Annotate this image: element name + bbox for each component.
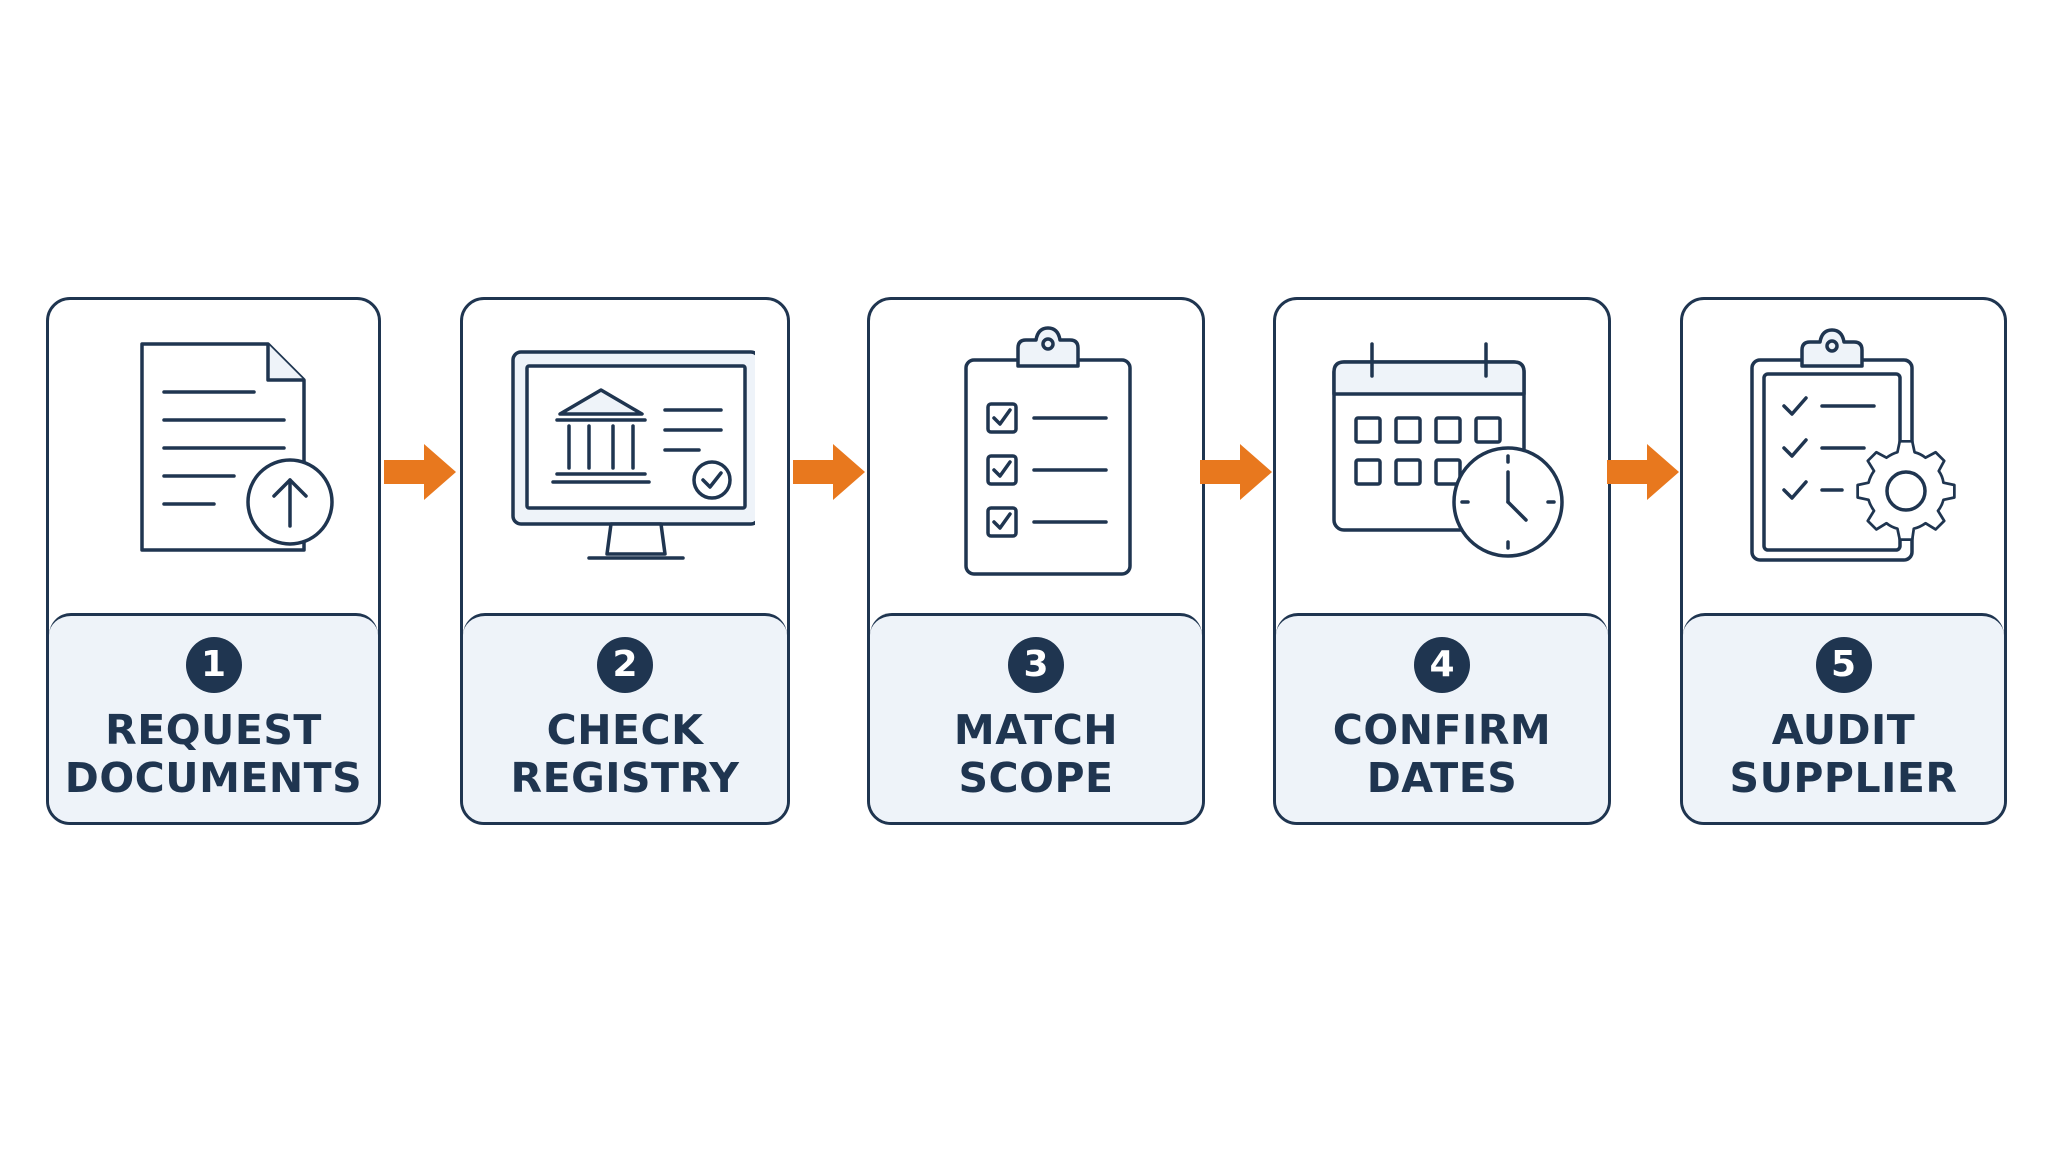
- step-title-line-1: REQUEST: [105, 706, 322, 754]
- step-title-line-2: SUPPLIER: [1729, 754, 1958, 802]
- arrow-right-icon: [1607, 444, 1679, 500]
- step-number-badge: 2: [597, 637, 653, 693]
- step-number-badge: 1: [185, 637, 242, 693]
- step-title-line-2: REGISTRY: [510, 754, 740, 802]
- step-title-line-1: CONFIRM: [1332, 706, 1552, 754]
- checklist-clipboard-icon: [964, 326, 1132, 576]
- step-card-5: 5 AUDIT SUPPLIER: [1680, 297, 2007, 825]
- step-number-badge: 5: [1815, 637, 1872, 693]
- step-title-line-2: DATES: [1366, 754, 1518, 802]
- step-1-icon-area: [49, 300, 378, 613]
- registry-monitor-icon: [511, 350, 755, 560]
- step-title-line-2: SCOPE: [958, 754, 1114, 802]
- arrow-right-icon: [384, 444, 456, 500]
- step-2-icon-area: [463, 300, 787, 613]
- step-card-2: 2 CHECK REGISTRY: [460, 297, 790, 825]
- step-4-icon-area: [1276, 300, 1608, 613]
- step-title-line-1: CHECK: [546, 706, 704, 754]
- step-title-line-2: DOCUMENTS: [64, 754, 363, 802]
- step-title-line-1: MATCH: [953, 706, 1119, 754]
- step-4-label-area: 4 CONFIRM DATES: [1276, 613, 1608, 822]
- step-3-label-area: 3 MATCH SCOPE: [870, 613, 1202, 822]
- step-title-line-1: AUDIT: [1771, 706, 1916, 754]
- arrow-right-icon: [1200, 444, 1272, 500]
- clipboard-gear-icon: [1749, 328, 1956, 562]
- calendar-clock-icon: [1332, 342, 1564, 558]
- step-5-icon-area: [1683, 300, 2004, 613]
- step-number-badge: 4: [1414, 637, 1470, 693]
- arrow-right-icon: [793, 444, 865, 500]
- step-card-3: 3 MATCH SCOPE: [867, 297, 1205, 825]
- step-1-label-area: 1 REQUEST DOCUMENTS: [49, 613, 378, 822]
- step-card-1: 1 REQUEST DOCUMENTS: [46, 297, 381, 825]
- step-card-4: 4 CONFIRM DATES: [1273, 297, 1611, 825]
- step-number-badge: 3: [1008, 637, 1064, 693]
- document-upload-icon: [139, 342, 334, 552]
- step-3-icon-area: [870, 300, 1202, 613]
- step-5-label-area: 5 AUDIT SUPPLIER: [1683, 613, 2004, 822]
- step-2-label-area: 2 CHECK REGISTRY: [463, 613, 787, 822]
